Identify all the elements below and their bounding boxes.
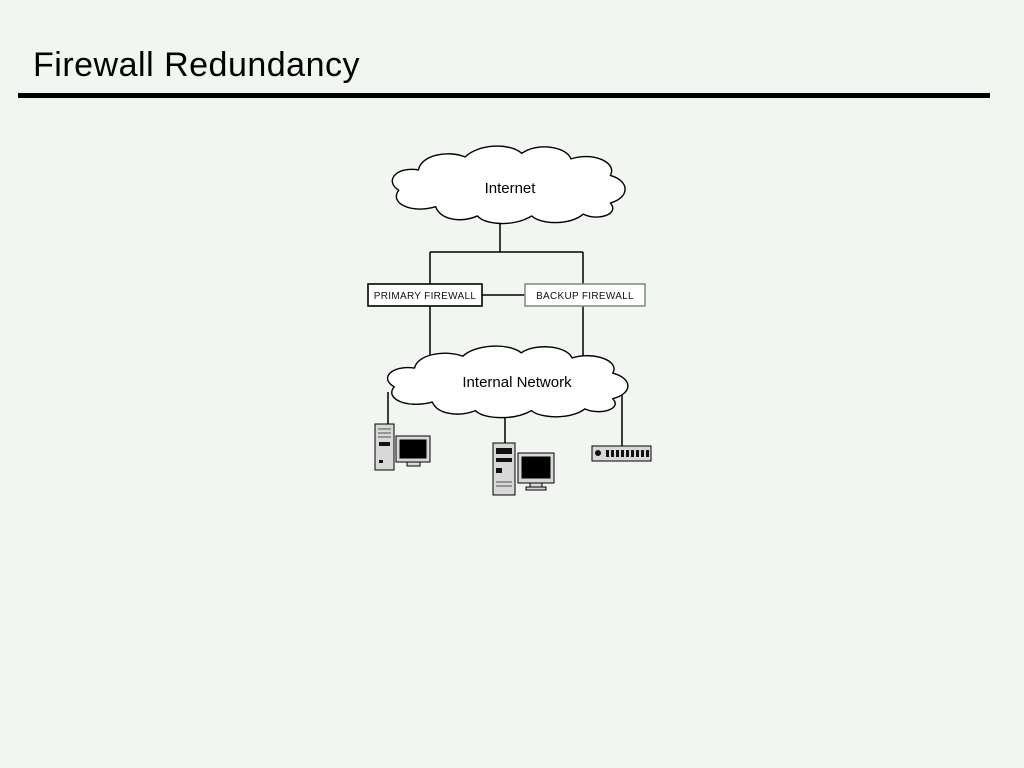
- server-monitor-screen: [399, 439, 427, 459]
- switch-port: [621, 450, 624, 457]
- internet-label: Internet: [485, 180, 537, 197]
- backup-firewall-node: BACKUP FIREWALL: [524, 283, 646, 307]
- page-title: Firewall Redundancy: [33, 46, 360, 84]
- workstation-floppy-slot: [496, 458, 512, 462]
- switch-port: [626, 450, 629, 457]
- workstation-monitor-base: [525, 486, 547, 491]
- workstation-with-monitor-icon: [492, 442, 555, 496]
- workstation-button: [496, 468, 502, 473]
- internal-network-cloud-node: Internal Network: [388, 346, 628, 418]
- switch-power-led: [595, 450, 601, 456]
- internal-network-label: Internal Network: [462, 374, 572, 391]
- server-led: [379, 460, 383, 463]
- switch-port: [646, 450, 649, 457]
- workstation-monitor-screen: [521, 456, 551, 479]
- switch-port: [616, 450, 619, 457]
- server-tower: [374, 423, 395, 471]
- backup-firewall-box: [524, 283, 646, 307]
- internet-cloud-node: Internet: [392, 146, 625, 223]
- switch-port: [611, 450, 614, 457]
- workstation-drive-slot: [496, 448, 512, 454]
- switch-port: [636, 450, 639, 457]
- switch-port: [606, 450, 609, 457]
- backup-firewall-label: BACKUP FIREWALL: [536, 291, 634, 302]
- switch-port: [641, 450, 644, 457]
- switch-port: [631, 450, 634, 457]
- primary-firewall-node: PRIMARY FIREWALL: [367, 283, 483, 307]
- server-with-monitor-icon: [374, 423, 431, 471]
- primary-firewall-label: PRIMARY FIREWALL: [374, 291, 477, 302]
- rack-switch-icon: [591, 445, 652, 462]
- workstation-monitor-stand: [529, 482, 543, 488]
- server-monitor-stand: [406, 461, 421, 467]
- title-divider: [18, 93, 990, 98]
- primary-firewall-box: [367, 283, 483, 307]
- server-drive-slot: [379, 442, 390, 446]
- internal-network-cloud-shape: [388, 346, 628, 418]
- internet-cloud-shape: [392, 146, 625, 223]
